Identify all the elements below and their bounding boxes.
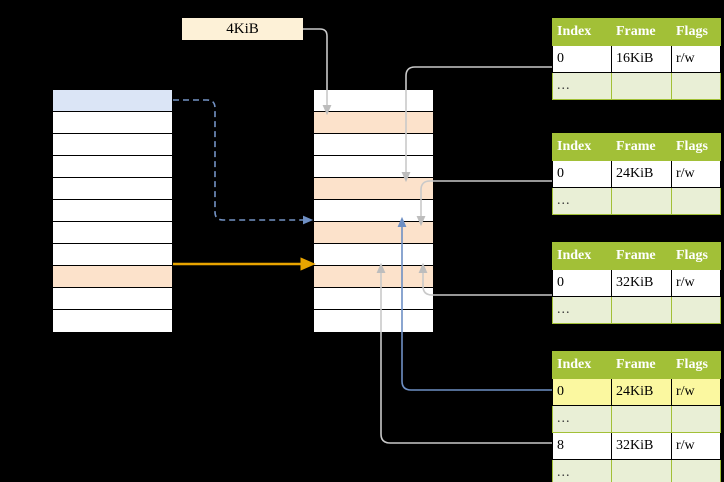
physical-frame-row-1 <box>314 90 433 112</box>
column-header-index: Index <box>552 351 612 379</box>
cell-flags <box>671 405 721 433</box>
column-header-index: Index <box>552 18 612 46</box>
virtual-page-row-3 <box>53 134 172 156</box>
virtual-page-row-7 <box>53 222 172 244</box>
cell-index: ... <box>552 459 612 482</box>
physical-frame-row-5 <box>314 178 433 200</box>
cell-index: ... <box>552 72 612 100</box>
physical-frame-row-8 <box>314 244 433 266</box>
virtual-page-row-6 <box>53 200 172 222</box>
cell-frame: 24KiB <box>611 160 672 188</box>
page-size-caption: 4KiB <box>182 18 303 40</box>
cell-flags: r/w <box>671 160 721 188</box>
cell-index: ... <box>552 405 612 433</box>
column-header-index: Index <box>552 242 612 270</box>
column-header-frame: Frame <box>611 242 672 270</box>
cell-flags: r/w <box>671 269 721 297</box>
physical-frame-row-2 <box>314 112 433 134</box>
physical-frame-row-10 <box>314 288 433 310</box>
virtual-page-row-5 <box>53 178 172 200</box>
cell-flags <box>671 187 721 215</box>
physical-frame-row-7 <box>314 222 433 244</box>
virtual-page-row-11 <box>53 310 172 332</box>
table-row-ellipsis: ... <box>552 296 721 324</box>
column-header-frame: Frame <box>611 18 672 46</box>
wire-virtual-page-to-frame <box>173 99 314 225</box>
cell-index: 8 <box>552 432 612 460</box>
column-header-flags: Flags <box>671 18 721 46</box>
cell-flags <box>671 459 721 482</box>
virtual-page-row-2 <box>53 112 172 134</box>
virtual-page-row-1 <box>53 90 172 112</box>
cell-index: ... <box>552 187 612 215</box>
cell-frame: 32KiB <box>611 432 672 460</box>
physical-frame-row-3 <box>314 134 433 156</box>
cell-frame <box>611 405 672 433</box>
column-header-frame: Frame <box>611 133 672 161</box>
cell-index: 0 <box>552 378 612 406</box>
cell-frame: 24KiB <box>611 378 672 406</box>
physical-frame-row-4 <box>314 156 433 178</box>
virtual-page-row-9 <box>53 266 172 288</box>
cell-frame <box>611 187 672 215</box>
physical-frame-row-6 <box>314 200 433 222</box>
cell-frame: 16KiB <box>611 45 672 73</box>
physical-frame-row-11 <box>314 310 433 332</box>
cell-index: ... <box>552 296 612 324</box>
cell-index: 0 <box>552 269 612 297</box>
table-row-ellipsis: ... <box>552 187 721 215</box>
column-header-flags: Flags <box>671 242 721 270</box>
cell-flags: r/w <box>671 45 721 73</box>
cell-flags <box>671 72 721 100</box>
cell-frame <box>611 459 672 482</box>
cell-frame <box>611 296 672 324</box>
table-row-ellipsis: ... <box>552 72 721 100</box>
wire-table3-to-frame <box>418 262 552 296</box>
cell-flags: r/w <box>671 378 721 406</box>
column-header-index: Index <box>552 133 612 161</box>
virtual-page-row-8 <box>53 244 172 266</box>
column-header-frame: Frame <box>611 351 672 379</box>
virtual-address-space-column <box>52 89 173 332</box>
column-header-flags: Flags <box>671 133 721 161</box>
cell-flags: r/w <box>671 432 721 460</box>
virtual-page-row-10 <box>53 288 172 310</box>
cell-index: 0 <box>552 45 612 73</box>
cell-frame: 32KiB <box>611 269 672 297</box>
table-row-ellipsis: ... <box>552 459 721 482</box>
column-header-flags: Flags <box>671 351 721 379</box>
physical-memory-column <box>313 89 434 332</box>
cell-frame <box>611 72 672 100</box>
physical-frame-row-9 <box>314 266 433 288</box>
cell-flags <box>671 296 721 324</box>
wire-table2-to-frame <box>416 180 552 227</box>
table-row-ellipsis: ... <box>552 405 721 433</box>
virtual-page-row-4 <box>53 156 172 178</box>
cell-index: 0 <box>552 160 612 188</box>
